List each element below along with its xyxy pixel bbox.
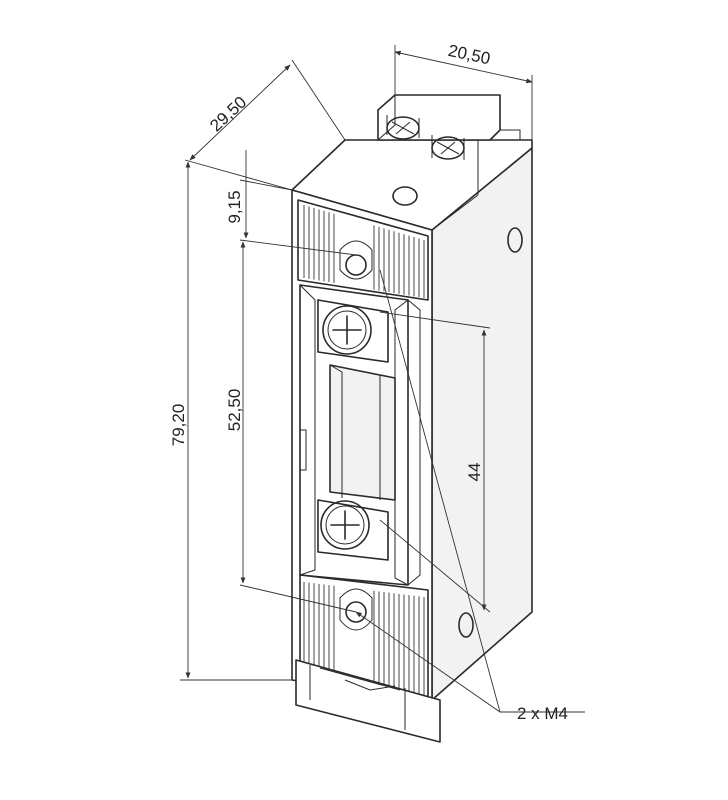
adjust-screw-top-icon [322, 305, 372, 355]
strike-base [295, 659, 441, 743]
dim-screw-spacing-label: 44 [465, 463, 484, 482]
dim-width-label: 20,50 [446, 41, 492, 68]
dim-depth-label: 29,50 [206, 93, 250, 136]
top-hole-icon [392, 186, 418, 206]
terminal-block [377, 94, 521, 160]
side-hole-top-icon [507, 227, 523, 253]
dim-top-offset-label: 9,15 [225, 190, 244, 223]
adjust-screw-bottom-icon [320, 500, 370, 550]
top-ribbed-plate [297, 199, 429, 301]
latch-assembly [299, 284, 421, 586]
dim-hole-spacing-label: 52,50 [225, 389, 244, 432]
dimension-lines [180, 45, 585, 713]
mounting-hole-bottom-icon [345, 601, 367, 623]
side-hole-bottom-icon [458, 612, 474, 638]
callout-label: 2 x M4 [517, 704, 568, 723]
dim-total-height-label: 79,20 [169, 404, 188, 447]
